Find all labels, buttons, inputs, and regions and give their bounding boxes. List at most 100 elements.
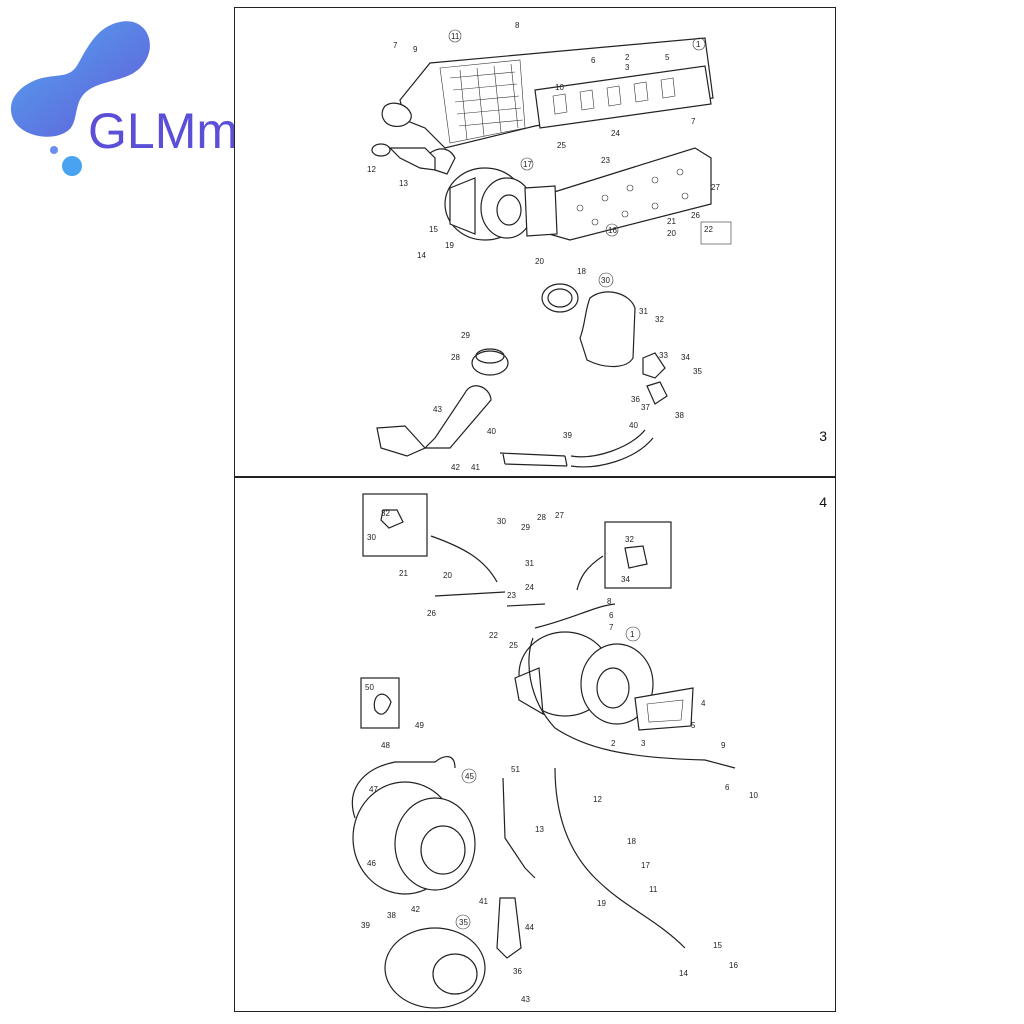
callout: 30 xyxy=(367,533,376,542)
callout: 39 xyxy=(563,431,572,440)
callout: 30 xyxy=(497,517,506,526)
intake-manifold xyxy=(371,37,714,175)
callouts-panel-3: 11 8 7 9 2 1 3 5 10 6 7 12 13 17 25 24 2… xyxy=(367,21,732,472)
callout: 1 xyxy=(696,40,701,49)
callout: 18 xyxy=(627,837,636,846)
callout: 41 xyxy=(471,463,480,472)
callout: 39 xyxy=(361,921,370,930)
callout: 10 xyxy=(749,791,758,800)
callout: 10 xyxy=(555,83,564,92)
panel-number: 3 xyxy=(819,428,827,444)
callout: 9 xyxy=(413,45,418,54)
callout: 9 xyxy=(721,741,726,750)
callout: 23 xyxy=(601,156,610,165)
charge-air-housing xyxy=(351,756,522,1009)
callout: 3 xyxy=(641,739,646,748)
callout: 47 xyxy=(369,785,378,794)
callout: 35 xyxy=(459,918,468,927)
callout: 17 xyxy=(523,160,532,169)
callout: 26 xyxy=(427,609,436,618)
detail-insets xyxy=(360,493,672,729)
callout: 25 xyxy=(557,141,566,150)
callout: 44 xyxy=(525,923,534,932)
callouts-panel-4: 32 30 30 29 28 27 31 32 34 21 20 24 23 2… xyxy=(361,509,758,1004)
callout: 2 xyxy=(611,739,616,748)
callout: 43 xyxy=(433,405,442,414)
callout: 51 xyxy=(511,765,520,774)
callout: 28 xyxy=(537,513,546,522)
callout: 5 xyxy=(691,721,696,730)
callout: 34 xyxy=(681,353,690,362)
callout: 12 xyxy=(367,165,376,174)
callout: 28 xyxy=(451,353,460,362)
callout: 50 xyxy=(365,683,374,692)
callout: 32 xyxy=(381,509,390,518)
callout: 36 xyxy=(513,967,522,976)
panel-4-drawing: 32 30 30 29 28 27 31 32 34 21 20 24 23 2… xyxy=(351,493,758,1009)
turbocharger-assembly xyxy=(514,631,694,731)
callout: 31 xyxy=(525,559,534,568)
elbow-and-hoses xyxy=(376,283,668,468)
callout: 42 xyxy=(411,905,420,914)
callout: 20 xyxy=(443,571,452,580)
callout: 27 xyxy=(711,183,720,192)
callout: 36 xyxy=(631,395,640,404)
callout: 17 xyxy=(641,861,650,870)
callout: 7 xyxy=(691,117,696,126)
callout: 26 xyxy=(691,211,700,220)
callout: 22 xyxy=(489,631,498,640)
callout: 35 xyxy=(693,367,702,376)
callout: 32 xyxy=(625,535,634,544)
diagram-panel-4: 32 30 30 29 28 27 31 32 34 21 20 24 23 2… xyxy=(234,477,836,1012)
callout: 7 xyxy=(609,623,614,632)
callout: 14 xyxy=(417,251,426,260)
exhaust-manifold xyxy=(534,147,712,241)
callout: 5 xyxy=(665,53,670,62)
callout: 31 xyxy=(639,307,648,316)
callout: 43 xyxy=(521,995,530,1004)
callout: 16 xyxy=(608,226,617,235)
callout: 34 xyxy=(621,575,630,584)
callout: 37 xyxy=(641,403,650,412)
callout: 40 xyxy=(629,421,638,430)
callout: 14 xyxy=(679,969,688,978)
callout: 6 xyxy=(591,56,596,65)
callout: 15 xyxy=(713,941,722,950)
callout: 8 xyxy=(515,21,520,30)
callout: 11 xyxy=(649,885,658,894)
callout: 7 xyxy=(393,41,398,50)
callout: 24 xyxy=(611,129,620,138)
callout: 19 xyxy=(445,241,454,250)
callout: 20 xyxy=(667,229,676,238)
logo-drop-icon xyxy=(10,21,150,176)
callout: 27 xyxy=(555,511,564,520)
callout: 6 xyxy=(609,611,614,620)
callout: 24 xyxy=(525,583,534,592)
callout: 22 xyxy=(704,225,713,234)
callout: 18 xyxy=(577,267,586,276)
callout: 13 xyxy=(399,179,408,188)
callout: 16 xyxy=(729,961,738,970)
callout: 33 xyxy=(659,351,668,360)
callout: 46 xyxy=(367,859,376,868)
callout: 15 xyxy=(429,225,438,234)
callout: 32 xyxy=(655,315,664,324)
callout: 41 xyxy=(479,897,488,906)
oil-lines xyxy=(434,591,736,949)
callout: 49 xyxy=(415,721,424,730)
callout: 1 xyxy=(630,630,635,639)
callout: 40 xyxy=(487,427,496,436)
callout: 21 xyxy=(667,217,676,226)
diagram-panel-3: 11 8 7 9 2 1 3 5 10 6 7 12 13 17 25 24 2… xyxy=(234,7,836,477)
callout: 48 xyxy=(381,741,390,750)
callout: 4 xyxy=(701,699,706,708)
callout: 30 xyxy=(601,276,610,285)
callout: 12 xyxy=(593,795,602,804)
callout: 38 xyxy=(675,411,684,420)
callout: 23 xyxy=(507,591,516,600)
callout: 8 xyxy=(607,597,612,606)
callout: 3 xyxy=(625,63,630,72)
panel-3-drawing: 11 8 7 9 2 1 3 5 10 6 7 12 13 17 25 24 2… xyxy=(367,21,732,472)
panel-number: 4 xyxy=(819,494,827,510)
callout: 42 xyxy=(451,463,460,472)
